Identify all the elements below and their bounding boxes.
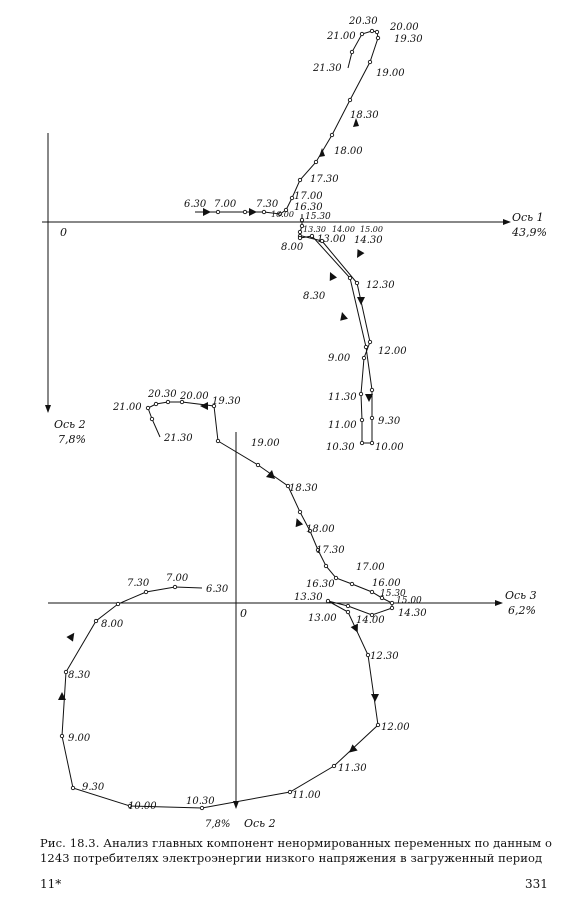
time-label: 21.00 (112, 402, 142, 413)
time-label: 11.00 (328, 420, 357, 431)
figure-1: Ось 1 43,9% Ось 2 7,8% 0 6.30 7.00 7.30 … (42, 16, 547, 453)
arrow-marker (295, 518, 304, 528)
time-label: 16.30 (306, 579, 335, 590)
time-label: 16.00 (372, 578, 401, 589)
time-label: 17.30 (316, 545, 345, 556)
time-label: 20.30 (147, 389, 177, 400)
time-label: 19.30 (394, 34, 423, 45)
time-label: 18.00 (334, 146, 363, 157)
arrow-marker (249, 208, 257, 216)
time-label: 15.00 (396, 596, 422, 606)
time-label: 10.30 (326, 442, 355, 453)
time-label: 7.30 (256, 199, 279, 210)
time-label: 9.30 (82, 782, 105, 793)
time-label: 20.00 (179, 391, 209, 402)
arrow-marker (340, 312, 348, 321)
time-label: 13.30 (294, 592, 323, 603)
time-label: 17.30 (310, 174, 339, 185)
axis-3-label: Ось 3 (505, 589, 537, 602)
time-label: 11.00 (292, 790, 321, 801)
axis-3-percent: 6,2% (508, 604, 536, 617)
time-label: 10.30 (186, 796, 215, 807)
time-label: 10.00 (128, 801, 157, 812)
axis-2-label-top: Ось 2 (54, 418, 86, 431)
trajectory-evening (195, 28, 381, 217)
time-label: 20.00 (389, 22, 419, 33)
time-label: 8.00 (101, 619, 124, 630)
time-label: 12.30 (370, 651, 399, 662)
time-label: 8.30 (68, 670, 91, 681)
time-label: 20.30 (348, 16, 378, 27)
arrow-marker (350, 623, 358, 633)
time-label: 10.00 (375, 442, 404, 453)
axis-2-percent-bottom: 7,8% (205, 819, 230, 830)
time-label: 12.00 (378, 346, 407, 357)
time-label: 18.30 (289, 483, 318, 494)
time-label: 7.30 (127, 578, 150, 589)
axis-2-percent-top: 7,8% (58, 433, 86, 446)
time-label: 19.00 (251, 438, 280, 449)
arrow-marker (365, 394, 373, 402)
time-label: 15.30 (305, 212, 331, 222)
time-label: 17.00 (356, 562, 385, 573)
arrow-marker (348, 744, 358, 753)
time-label: 6.30 (184, 199, 207, 210)
arrow-marker (203, 208, 211, 216)
arrow-marker (319, 148, 325, 157)
time-label: 11.30 (338, 763, 367, 774)
time-label: 14.30 (398, 608, 427, 619)
trajectory-loop (59, 399, 395, 811)
arrow-marker (357, 297, 365, 305)
time-label: 7.00 (166, 573, 189, 584)
time-label: 21.30 (312, 63, 342, 74)
arrow-marker (66, 632, 75, 642)
axis-2-label-bottom: Ось 2 (244, 817, 276, 830)
figure-2: Ось 3 6,2% Ось 2 7,8% 0 6.30 7.00 7.30 8… (48, 389, 537, 830)
signature-mark: 11* (40, 877, 62, 891)
time-label: 8.30 (303, 291, 326, 302)
time-label: 16.00 (271, 210, 294, 219)
trajectory-day (297, 214, 375, 446)
page-number: 331 (525, 877, 548, 891)
time-label: 13.00 (317, 234, 346, 245)
arrow-marker (357, 249, 365, 258)
time-label: 9.00 (68, 733, 91, 744)
time-label: 14.00 (356, 615, 385, 626)
time-label: 16.30 (294, 202, 323, 213)
time-label: 21.00 (326, 31, 356, 42)
time-label: 19.30 (212, 396, 241, 407)
arrow-marker (58, 692, 66, 700)
arrow-marker (200, 402, 208, 410)
time-label: 9.00 (328, 353, 351, 364)
time-label: 18.30 (350, 110, 379, 121)
origin-label-top: 0 (60, 226, 67, 239)
time-label: 7.00 (214, 199, 237, 210)
arrow-marker (266, 470, 275, 479)
time-label: 12.00 (381, 722, 410, 733)
time-label: 15.00 (360, 225, 383, 234)
time-label: 21.30 (163, 433, 193, 444)
time-label: 11.30 (328, 392, 357, 403)
time-label: 6.30 (206, 584, 229, 595)
time-label: 8.00 (281, 242, 304, 253)
time-label: 14.30 (354, 235, 383, 246)
time-label: 14.00 (332, 225, 355, 234)
axis-1-label: Ось 1 (512, 211, 544, 224)
time-label: 19.00 (376, 68, 405, 79)
arrow-marker (371, 694, 379, 702)
time-label: 18.00 (306, 524, 335, 535)
time-label: 12.30 (366, 280, 395, 291)
time-label: 13.30 (303, 225, 326, 234)
axis-1-percent: 43,9% (511, 226, 547, 239)
arrow-marker (329, 272, 338, 281)
time-label: 15.30 (380, 589, 406, 599)
origin-label-bottom: 0 (240, 607, 247, 620)
arrow-marker (353, 118, 359, 127)
time-label: 13.00 (308, 613, 337, 624)
time-label: 9.30 (378, 416, 401, 427)
time-label: 17.00 (294, 191, 323, 202)
figure-caption: Рис. 18.3. Анализ главных компонент нено… (40, 836, 552, 865)
